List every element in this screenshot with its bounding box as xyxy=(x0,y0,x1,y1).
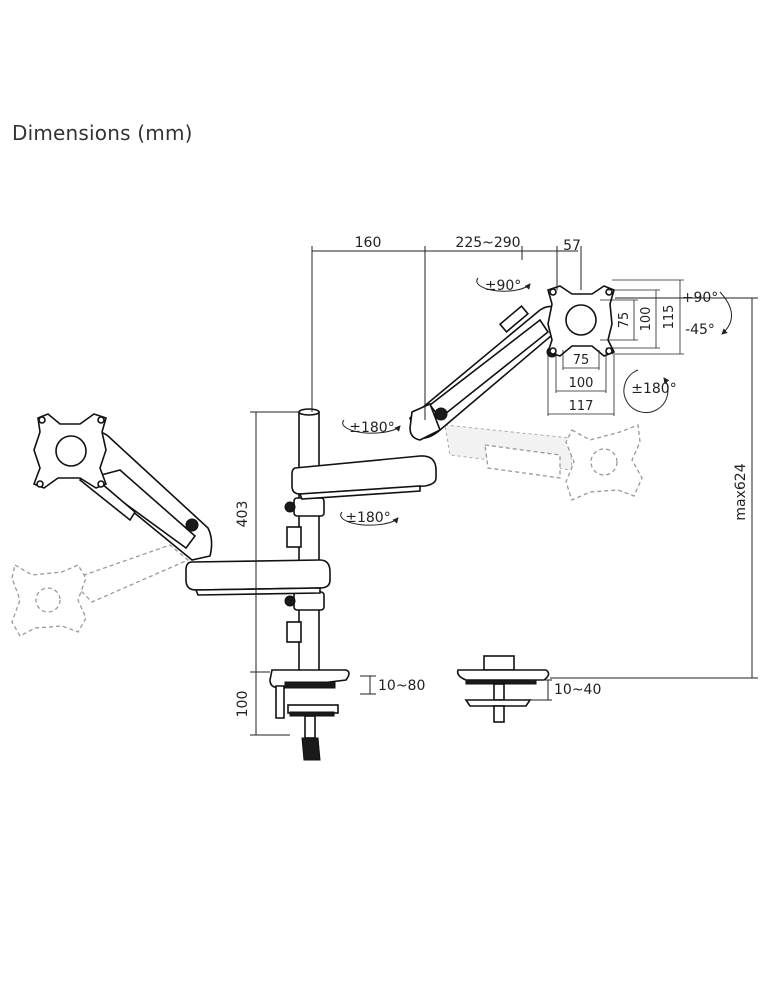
left-vesa-plate xyxy=(32,413,108,489)
rot-arm-swivel-lower: ±180° xyxy=(345,510,390,526)
dim-vesa-h-75: 75 xyxy=(573,353,590,368)
desk-clamp xyxy=(269,669,350,761)
dim-clamp-height: 100 xyxy=(235,691,251,718)
rot-elbow-swivel: ±180° xyxy=(349,420,394,436)
dim-arm-outer: 225~290 xyxy=(455,235,520,251)
page-title: Dimensions (mm) xyxy=(12,121,193,145)
dim-clamp-range: 10~80 xyxy=(378,678,425,694)
dim-vesa-v-115: 115 xyxy=(662,305,677,330)
dim-vesa-h-100: 100 xyxy=(569,376,594,391)
ghost-left-monitor xyxy=(11,544,190,637)
rot-plate-rotate: ±180° xyxy=(631,381,676,397)
grommet-mount xyxy=(456,655,550,723)
lower-swivel-arm xyxy=(185,559,331,596)
ghost-right-arm xyxy=(444,424,643,501)
right-vesa-plate xyxy=(546,285,616,357)
right-gas-arm xyxy=(409,305,561,441)
rot-plate-swivel: ±90° xyxy=(485,278,522,294)
mounting-pole xyxy=(284,408,325,673)
dim-vesa-h-117: 117 xyxy=(569,399,594,414)
upper-swivel-arm xyxy=(291,455,437,500)
rot-tilt-up: +90° xyxy=(682,290,719,306)
dim-max-height: max624 xyxy=(733,463,749,520)
dim-arm-inner: 160 xyxy=(355,235,382,251)
dim-vesa-v-100: 100 xyxy=(639,307,654,332)
rot-tilt-down: -45° xyxy=(685,322,715,338)
dimension-lines xyxy=(250,246,758,736)
dim-pole-height: 403 xyxy=(235,501,251,528)
dim-vesa-v-75: 75 xyxy=(617,312,632,329)
rotation-arrows xyxy=(340,277,732,526)
dim-grommet-range: 10~40 xyxy=(554,682,601,698)
dim-plate-depth: 57 xyxy=(563,238,581,254)
